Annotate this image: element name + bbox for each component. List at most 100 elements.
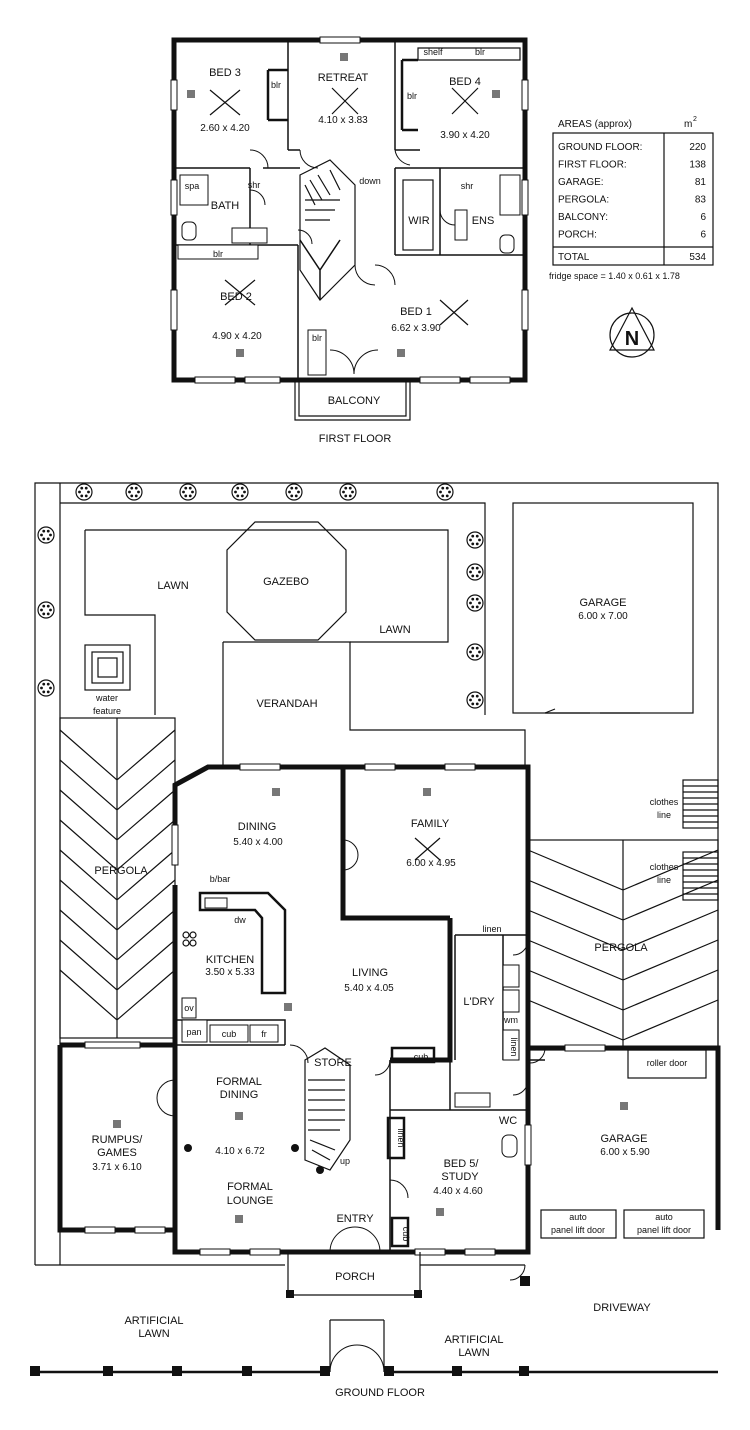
door-swing[interactable] xyxy=(529,1047,546,1064)
door-swing[interactable] xyxy=(374,1059,391,1076)
label-wm: wm xyxy=(503,1015,518,1025)
label-formal: FORMAL xyxy=(216,1076,262,1088)
door-swing[interactable] xyxy=(297,229,313,245)
areas-table: AREAS (approx) m 2 GROUND FLOOR:220FIRST… xyxy=(549,116,714,281)
vanity xyxy=(231,227,268,244)
door-swing[interactable] xyxy=(289,1044,309,1064)
label-panel-lift: panel lift door xyxy=(637,1225,691,1235)
garage-door-1[interactable] xyxy=(540,1209,617,1239)
shrub-icon xyxy=(75,483,93,501)
areas-unit: m xyxy=(684,119,692,130)
label-up: up xyxy=(340,1156,350,1166)
label-down: down xyxy=(359,176,381,186)
wir-robe xyxy=(402,179,434,251)
label-auto: auto xyxy=(655,1212,673,1222)
window xyxy=(170,179,178,216)
light-icon xyxy=(236,349,244,357)
areas-row-value: 83 xyxy=(695,195,707,206)
compass-letter: N xyxy=(625,328,639,350)
shrub-icon xyxy=(37,526,55,544)
shrub-icon xyxy=(37,601,55,619)
window xyxy=(419,376,461,384)
label-fr: fr xyxy=(261,1029,267,1039)
light-icon xyxy=(340,53,348,61)
shrubs xyxy=(37,483,484,709)
label-garage-rear: GARAGE xyxy=(579,597,626,609)
label-formal: FORMAL xyxy=(227,1181,273,1193)
front-gate[interactable] xyxy=(329,1344,385,1373)
pantry xyxy=(181,1019,208,1043)
room-balcony: BALCONY xyxy=(328,395,381,407)
gazebo xyxy=(226,521,347,641)
entry-door[interactable] xyxy=(329,1226,381,1253)
staircase xyxy=(304,1047,351,1171)
label-lawn: LAWN xyxy=(379,624,410,636)
oven xyxy=(181,997,197,1019)
areas-row-label: GROUND FLOOR: xyxy=(558,142,642,153)
fridge-note: fridge space = 1.40 x 0.61 x 1.78 xyxy=(549,271,680,281)
clothes-line-icon xyxy=(682,779,719,901)
door-swing[interactable] xyxy=(354,264,396,286)
partition xyxy=(174,40,525,169)
areas-row-label: GARAGE: xyxy=(558,177,604,188)
pergola-pattern xyxy=(527,840,719,1050)
porch xyxy=(287,1252,421,1296)
label-dw: dw xyxy=(234,915,246,925)
room-bed3: BED 3 xyxy=(209,67,241,79)
stair-treads xyxy=(308,1079,345,1161)
compass-icon: N xyxy=(609,306,655,358)
door-swing[interactable] xyxy=(342,839,359,871)
window xyxy=(170,79,178,111)
areas-row-label: FIRST FLOOR: xyxy=(558,160,627,171)
ens-vanity xyxy=(454,209,468,241)
fan-icon xyxy=(224,279,256,306)
spa-fixture xyxy=(179,174,209,206)
garage-door-2[interactable] xyxy=(623,1209,705,1239)
door-swing[interactable] xyxy=(329,349,379,375)
label-formal-dining: DINING xyxy=(220,1089,259,1101)
door-swing[interactable] xyxy=(389,1179,409,1199)
areas-total-value: 534 xyxy=(689,252,706,263)
label-water: water xyxy=(95,693,118,703)
label-living: LIVING xyxy=(352,967,388,979)
roller-door[interactable] xyxy=(627,1049,707,1079)
label-clothes: clothes xyxy=(650,797,679,807)
areas-row-value: 81 xyxy=(695,177,707,188)
shrub-icon xyxy=(285,483,303,501)
staircase xyxy=(299,159,356,301)
label-wc: WC xyxy=(499,1115,517,1127)
cub-robe xyxy=(390,1216,410,1248)
fan-icon xyxy=(439,299,469,326)
label-blr: blr xyxy=(475,47,485,57)
dim-family: 6.00 x 4.95 xyxy=(406,858,456,869)
lawn-outline xyxy=(84,529,449,715)
pergola-pattern xyxy=(59,718,176,1038)
shrub-icon xyxy=(466,594,484,612)
shrub-icon xyxy=(339,483,357,501)
fan-icon xyxy=(451,87,479,115)
linen-laundry xyxy=(502,1029,520,1061)
label-blr: blr xyxy=(271,80,281,90)
dim-bed1: 6.62 x 3.90 xyxy=(391,323,441,334)
areas-row-value: 220 xyxy=(689,142,706,153)
label-spa: spa xyxy=(185,181,200,191)
shrub-icon xyxy=(466,531,484,549)
door-swing[interactable] xyxy=(249,149,411,169)
areas-unit-sup: 2 xyxy=(693,116,697,123)
door-swing[interactable] xyxy=(512,939,529,1096)
label-lawn: LAWN xyxy=(138,1328,169,1340)
door-swing[interactable] xyxy=(156,1079,176,1117)
label-blr: blr xyxy=(407,91,417,101)
label-artificial: ARTIFICIAL xyxy=(124,1315,183,1327)
linen-robe xyxy=(386,1116,406,1160)
label-games: GAMES xyxy=(97,1147,137,1159)
label-blr: blr xyxy=(213,249,223,259)
dim-garage-rear: 6.00 x 7.00 xyxy=(578,611,628,622)
door-swing[interactable] xyxy=(249,189,456,226)
window xyxy=(469,376,511,384)
balcony-rail xyxy=(294,380,411,421)
ground-floor: LAWN GAZEBO LAWN GARAGE 6.00 x 7.00 wate… xyxy=(30,482,721,1399)
front-path xyxy=(329,1319,385,1372)
room-bed1: BED 1 xyxy=(400,306,432,318)
